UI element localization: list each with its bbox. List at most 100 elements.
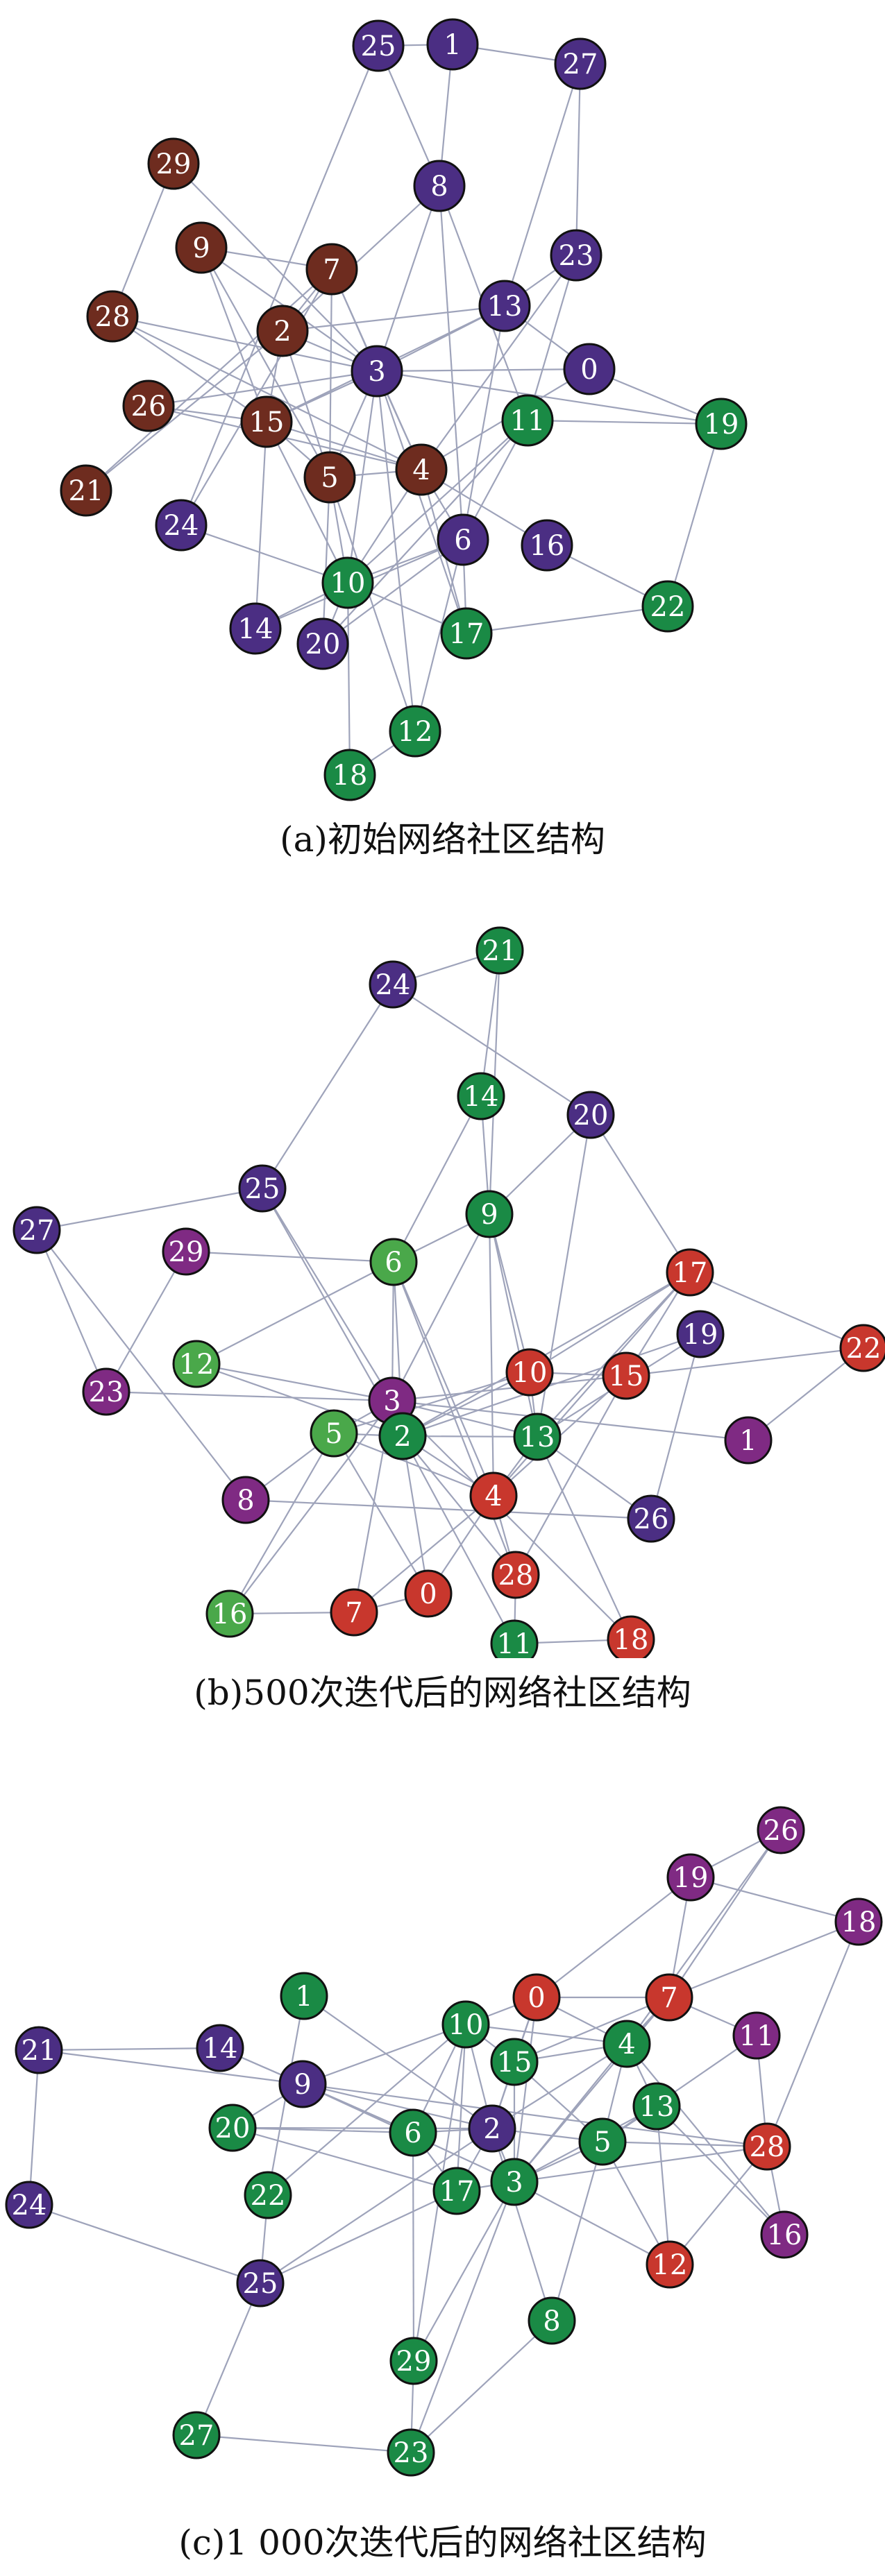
node-label: 2 (394, 1421, 411, 1453)
node-circle (490, 2158, 539, 2206)
node-circle (244, 2171, 292, 2219)
node-circle (563, 343, 616, 395)
node-circle (732, 2011, 781, 2060)
node-label: 13 (487, 291, 523, 323)
node-circle (757, 1806, 805, 1854)
node-circle (330, 1588, 378, 1637)
edge-19-0 (536, 1877, 691, 1998)
node-label: 22 (251, 2180, 286, 2212)
node-0: 0 (563, 343, 616, 395)
edge-2-13 (282, 305, 505, 332)
edge-29-23 (106, 1251, 187, 1392)
node-circle (321, 556, 374, 609)
edge-21-24 (28, 2049, 40, 2206)
node-circle (566, 1091, 615, 1139)
node-label: 24 (164, 510, 199, 542)
edge-17-10 (529, 1272, 691, 1373)
node-11: 11 (501, 394, 554, 447)
node-label: 21 (69, 475, 104, 507)
node-label: 14 (203, 2033, 238, 2065)
node-0: 0 (404, 1569, 453, 1618)
node-label: 26 (764, 1815, 799, 1847)
node-circle (221, 1476, 270, 1524)
node-11: 11 (732, 2011, 781, 2060)
node-24: 24 (369, 960, 417, 1009)
node-9: 9 (465, 1190, 514, 1238)
edge-19-26 (650, 1333, 702, 1519)
node-label: 25 (245, 1173, 280, 1205)
edge-8-2 (282, 185, 440, 332)
node-9: 9 (175, 221, 228, 274)
node-label: 8 (430, 171, 448, 203)
node-circle (278, 2060, 327, 2108)
node-label: 6 (385, 1247, 402, 1279)
node-label: 22 (650, 591, 686, 623)
edge-15-10 (266, 421, 348, 583)
node-circle (457, 1072, 505, 1120)
node-14: 14 (229, 602, 282, 655)
node-circle (240, 395, 293, 448)
node-label: 16 (212, 1598, 248, 1630)
node-label: 12 (179, 1349, 214, 1381)
node-circle (695, 398, 748, 450)
node-27: 27 (554, 37, 607, 90)
edge-14-15 (254, 421, 268, 629)
node-circle (404, 1569, 453, 1618)
edge-15-4 (266, 420, 422, 471)
node-18: 18 (607, 1615, 655, 1658)
edge-10-17 (455, 2024, 467, 2192)
node-circle (208, 2104, 257, 2152)
node-17: 17 (440, 607, 493, 660)
caption-c: (c)1 000次迭代后的网络社区结构 (178, 2523, 707, 2563)
node-label: 0 (419, 1578, 437, 1610)
node-circle (437, 513, 489, 566)
node-circle (387, 2428, 435, 2477)
node-circle (310, 1409, 358, 1458)
edge-27-13 (503, 63, 582, 307)
edge-18-7 (668, 1920, 859, 1999)
node-circle (395, 443, 448, 496)
node-label: 23 (394, 2437, 429, 2469)
node-circle (676, 1310, 725, 1358)
edge-17-25 (260, 2190, 457, 2284)
node-circle (724, 1416, 773, 1465)
edge-19-22 (666, 423, 723, 607)
node-label: 20 (305, 629, 341, 660)
node-label: 15 (497, 2047, 532, 2079)
node-1: 1 (280, 1972, 328, 2020)
edge-28-12 (669, 2146, 768, 2265)
edge-12-6 (414, 539, 464, 732)
node-circle (469, 1472, 518, 1520)
caption-b: (b)500次迭代后的网络社区结构 (194, 1673, 691, 1713)
node-circle (578, 2117, 627, 2166)
edge-3-13 (391, 1399, 538, 1438)
node-label: 28 (95, 301, 130, 333)
node-circle (389, 705, 441, 758)
node-1: 1 (724, 1416, 773, 1465)
node-circle (229, 602, 282, 655)
node-circle (632, 2082, 681, 2131)
edge-14-6 (393, 1095, 482, 1263)
edge-7-15 (514, 1996, 670, 2063)
edge-3-17 (376, 370, 468, 634)
edge-5-0 (333, 1433, 429, 1594)
node-label: 21 (22, 2035, 57, 2067)
node-circle (528, 2296, 576, 2345)
node-28: 28 (86, 290, 139, 343)
edge-10-5 (333, 1371, 530, 1435)
edge-19-18 (690, 1876, 859, 1923)
node-circle (743, 2122, 791, 2171)
node-22: 22 (641, 580, 694, 633)
node-label: 13 (639, 2091, 675, 2123)
node-circle (175, 221, 228, 274)
node-13: 13 (478, 280, 531, 332)
node-label: 5 (325, 1418, 342, 1450)
node-circle (323, 749, 376, 801)
node-7: 7 (305, 243, 358, 296)
edge-11-10 (347, 420, 528, 583)
node-label: 5 (321, 462, 338, 494)
edge-5-20 (321, 477, 331, 645)
node-label: 24 (12, 2190, 47, 2221)
edge-9-15 (200, 247, 268, 423)
